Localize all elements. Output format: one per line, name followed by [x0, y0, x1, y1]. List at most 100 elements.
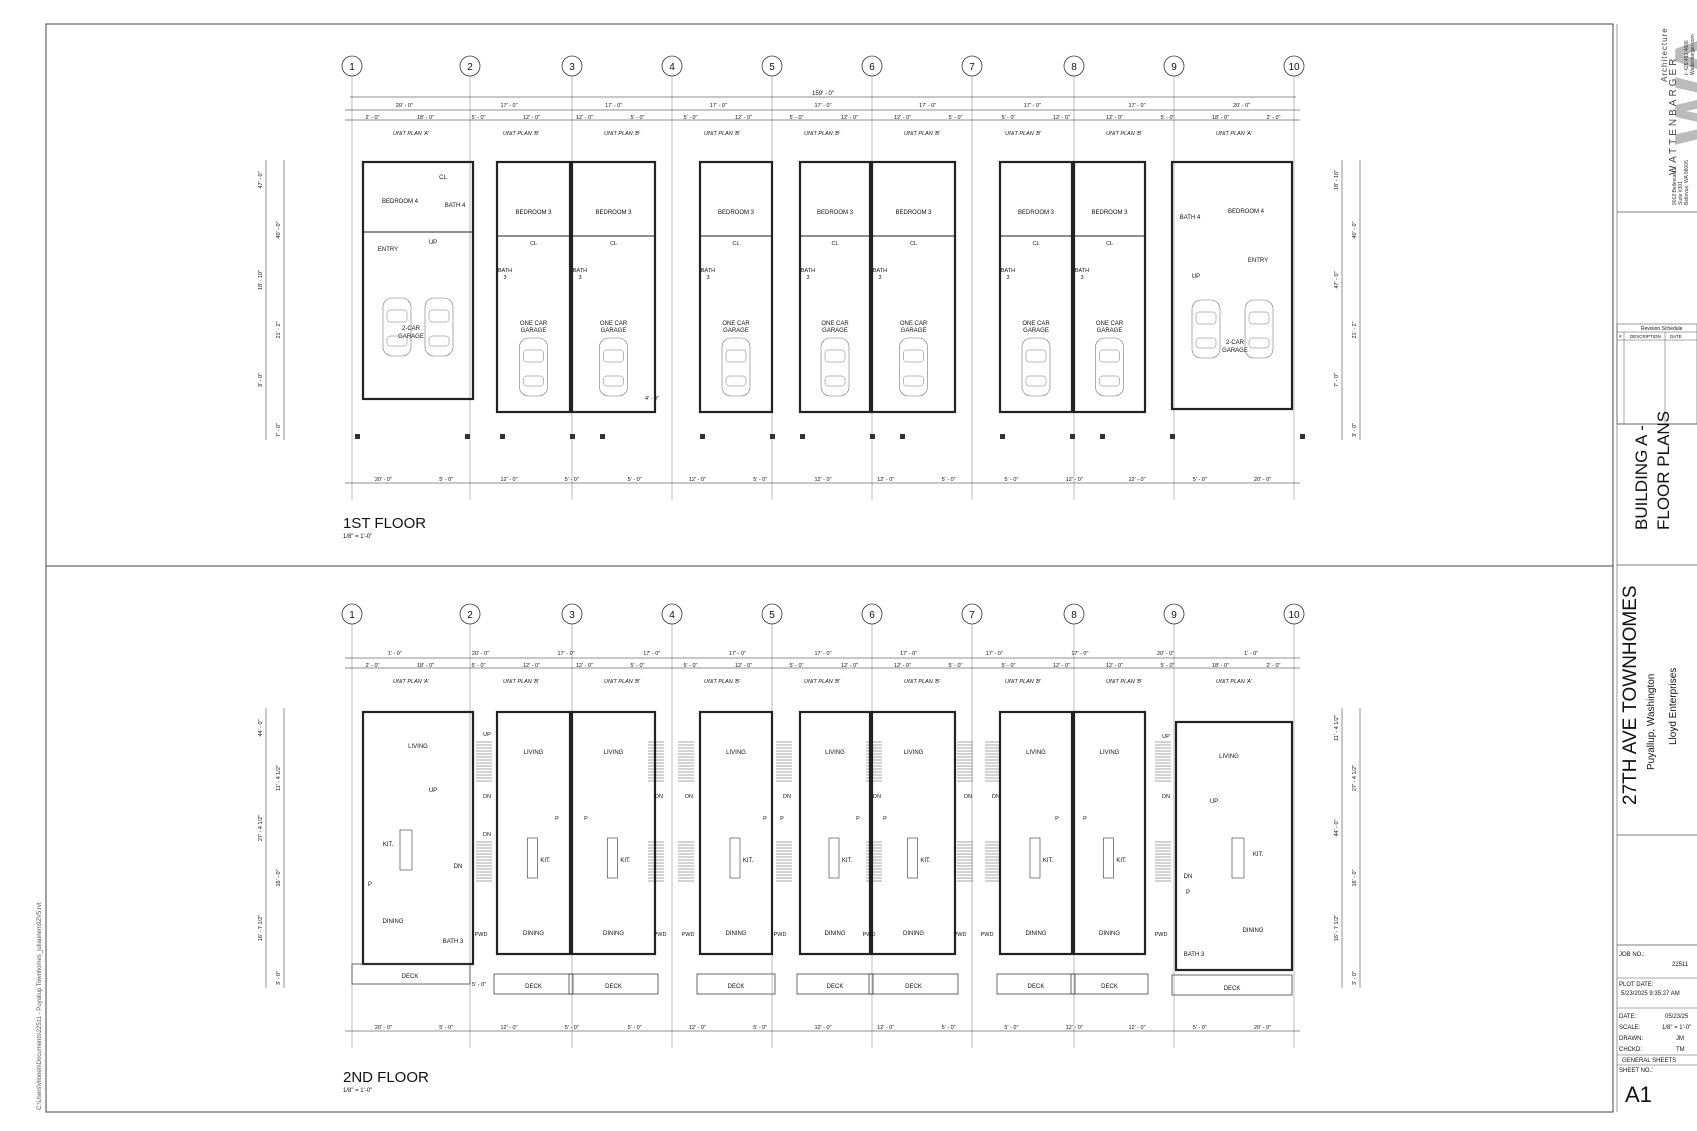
dim-text-row-2: 5' - 0" — [1160, 663, 1174, 669]
dim-text-bottom: 5' - 0" — [942, 477, 956, 483]
date-value: 05/23/25 — [1665, 1014, 1689, 1020]
stair-label: DN — [873, 794, 881, 800]
kitchen-island — [1231, 837, 1245, 879]
room-bedroom-4: BEDROOM 4 — [1228, 209, 1265, 215]
room-bath-4: BATH 4 — [445, 203, 466, 209]
car-rear-icon — [603, 375, 624, 387]
dim-text-row-2: 12' - 0" — [523, 115, 540, 121]
room-bedroom-3: BEDROOM 3 — [1018, 210, 1055, 216]
plan-title-2nd-floor: 2ND FLOOR — [343, 1069, 429, 1086]
dim-text-row-2: 12' - 0" — [894, 115, 911, 121]
unit-plan-label: UNIT PLAN 'A' — [1216, 679, 1253, 685]
dim-text-bottom: 12' - 0" — [814, 477, 831, 483]
room-bath-3-num: 3 — [1006, 275, 1009, 281]
deck — [696, 973, 776, 995]
room-one-car-garage-b: GARAGE — [822, 328, 848, 334]
sheet-border — [45, 23, 1614, 1113]
car-rear-icon — [1248, 337, 1270, 349]
room-bedroom-3: BEDROOM 3 — [515, 210, 552, 216]
porch-post — [600, 434, 605, 439]
kitchen-island — [729, 837, 741, 879]
dim-text-bottom: 5' - 0" — [753, 477, 767, 483]
unit-plan-label: UNIT PLAN 'B' — [704, 679, 741, 685]
car-windshield-icon — [1099, 349, 1120, 363]
dim-text-bottom: 5' - 0" — [1004, 477, 1018, 483]
grid-label: 10 — [1288, 610, 1300, 621]
dim-text-row-2: 12' - 0" — [894, 663, 911, 669]
room-bath-3-num: 3 — [578, 275, 581, 281]
room-closet: CL — [1106, 241, 1113, 247]
project-location: Puyallup, Washington — [1646, 673, 1657, 770]
dim-text-left: 40' - 0" — [276, 221, 282, 238]
plot-date-label: PLOT DATE: — [1619, 982, 1654, 988]
deck — [996, 973, 1076, 995]
room-dining: DINING — [603, 931, 624, 937]
kitchen-island — [907, 837, 918, 879]
dim-text-row-2: 12' - 0" — [1053, 115, 1070, 121]
room-one-car-garage: ONE CAR — [600, 321, 628, 327]
dim-text-bottom: 12' - 0" — [877, 1025, 894, 1031]
grid-label: 6 — [869, 62, 875, 73]
room-living: LIVING — [726, 750, 746, 756]
car-windshield-icon — [903, 349, 924, 363]
dim-text-left: 3' - 0" — [276, 971, 282, 985]
car-rear-icon — [386, 335, 408, 347]
porch-post — [700, 434, 705, 439]
dim-text-bottom: 5' - 0" — [942, 1025, 956, 1031]
stair-label: DN — [992, 794, 1000, 800]
unit-plan-label: UNIT PLAN 'A' — [393, 131, 430, 137]
room-bath-3: BATH — [573, 268, 587, 274]
room-living: LIVING — [825, 750, 845, 756]
car-icon — [899, 337, 928, 397]
dim-text-left: 11' - 4 1/2" — [276, 765, 282, 791]
plot-date-value: 5/23/2025 9:35:27 AM — [1621, 991, 1680, 997]
firm-address-3: Bellevue, WA 98005 — [1684, 160, 1690, 205]
unit-plan-label: UNIT PLAN 'B' — [604, 131, 641, 137]
unit-a-left-walls — [361, 160, 475, 401]
unit-plan-label: UNIT PLAN 'B' — [1106, 679, 1143, 685]
file-path: C:\Users\vllonen\Documents\22511 - Puyal… — [37, 902, 43, 1110]
dim-text-left: 44' - 0" — [258, 719, 264, 736]
dim-text-row-1: 17' - 0" — [1128, 103, 1145, 109]
grid-label: 2 — [467, 62, 473, 73]
dim-text-row-2: 5' - 0" — [789, 115, 803, 121]
room-deck: DECK — [905, 984, 922, 990]
room-bath-3: BATH — [498, 268, 512, 274]
unit-plan-label: UNIT PLAN 'B' — [1005, 131, 1042, 137]
unit-b-walls — [495, 710, 572, 956]
revision-col-number: # — [1619, 334, 1622, 339]
stair-label: UP — [483, 732, 491, 738]
stair-label: DN — [783, 794, 791, 800]
dim-text-row-2: 5' - 0" — [471, 115, 485, 121]
dim-text-row-2: 5' - 0" — [630, 115, 644, 121]
grid-label: 10 — [1288, 62, 1300, 73]
dim-text-row-2: 5' - 0" — [1001, 663, 1015, 669]
porch-post — [465, 434, 470, 439]
dim-text-right: 40' - 0" — [1352, 221, 1358, 238]
grid-label: 7 — [969, 610, 975, 621]
dim-text-row-1: 17' - 0" — [814, 103, 831, 109]
room-closet: CL — [831, 241, 838, 247]
drawn-label: DRAWN: — [1619, 1036, 1643, 1042]
room-one-car-garage-b: GARAGE — [601, 328, 627, 334]
revision-col-description: DESCRIPTION — [1630, 334, 1661, 339]
kitchen-island — [607, 837, 618, 879]
unit-plan-label: UNIT PLAN 'B' — [804, 131, 841, 137]
room-bedroom-3: BEDROOM 3 — [817, 210, 854, 216]
room-dining: DINING — [903, 931, 924, 937]
dim-text-row-1: 17' - 0" — [643, 651, 660, 657]
car-windshield-icon — [824, 349, 846, 363]
drawn-value: JM — [1676, 1036, 1684, 1042]
room-powder: PWD — [981, 932, 994, 938]
title-block: WA Revision Schedule # DESCRIPTION DATE … — [1616, 24, 1697, 1112]
dim-text-row-1: 20' - 0" — [1157, 651, 1174, 657]
stair-up: UP — [429, 240, 437, 246]
dim-text-row-2: 12' - 0" — [735, 663, 752, 669]
dim-text-bottom: 12' - 0" — [814, 1025, 831, 1031]
dim-text-row-1: 1' - 0" — [1244, 651, 1258, 657]
grid-label: 9 — [1171, 610, 1177, 621]
room-dining: DINING — [825, 931, 846, 937]
room-bath-3: BATH — [701, 268, 715, 274]
dim-text-row-1: 17' - 0" — [900, 651, 917, 657]
